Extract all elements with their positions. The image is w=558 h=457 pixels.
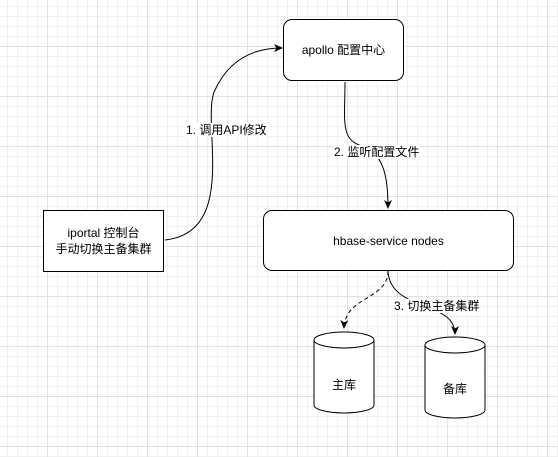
hbase-node-label: hbase-service nodes [333,233,444,248]
hbase-service-nodes-node[interactable]: hbase-service nodes [263,210,514,271]
edge-switch-cluster-label: 3. 切换主备集群 [393,299,481,313]
iportal-node-label-line1: iportal 控制台 [67,226,140,240]
primary-db-cylinder-shape [313,331,375,414]
backup-db-cylinder-shape [424,336,486,419]
apollo-config-center-node[interactable]: apollo 配置中心 [283,19,404,81]
edge-to-primary-db [340,270,389,329]
iportal-node-label-line2: 手动切换主备集群 [55,242,152,256]
edge-watch-config-label: 2. 监听配置文件 [333,145,421,159]
apollo-node-label: apollo 配置中心 [301,43,386,57]
edge-call-api-label: 1. 调用API修改 [185,123,268,137]
primary-db-label: 主库 [331,378,356,392]
iportal-console-node[interactable]: iportal 控制台 手动切换主备集群 [43,210,164,272]
backup-db-label: 备库 [442,382,467,396]
edge-call-api [164,44,283,241]
